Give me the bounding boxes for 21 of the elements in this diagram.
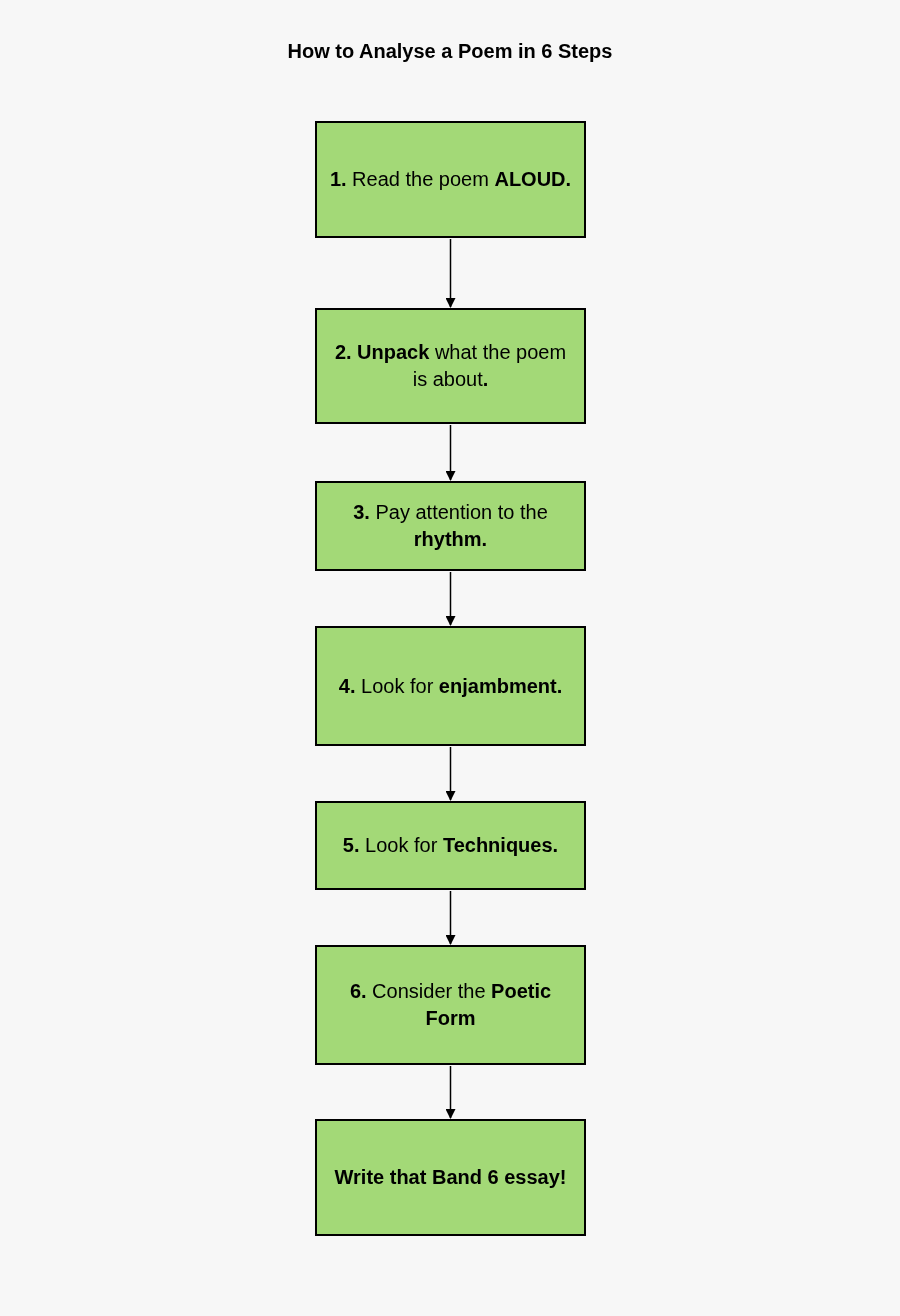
step-text: 2. Unpack what the poem is about. xyxy=(333,340,568,392)
step-box xyxy=(315,801,586,890)
step-text: 4. Look for enjambment. xyxy=(338,673,563,699)
step-box xyxy=(315,626,586,746)
diagram-title: How to Analyse a Poem in 6 Steps xyxy=(286,39,614,64)
step-text: Write that Band 6 essay! xyxy=(334,1165,567,1190)
step-box xyxy=(315,308,586,424)
arrow xyxy=(445,571,456,626)
arrow xyxy=(445,238,456,308)
step-box xyxy=(315,945,586,1065)
step-box xyxy=(315,481,586,571)
step-text: 5. Look for Techniques. xyxy=(342,833,559,858)
arrow xyxy=(445,1065,456,1119)
arrow xyxy=(445,746,456,801)
step-text: 3. Pay attention to the rhythm. xyxy=(352,500,549,552)
step-box xyxy=(315,121,586,238)
step-text: 6. Consider the Poetic Form xyxy=(348,979,553,1031)
arrow xyxy=(445,424,456,481)
arrow xyxy=(445,890,456,945)
step-text: 1. Read the poem ALOUD. xyxy=(329,167,572,192)
step-box xyxy=(315,1119,586,1236)
